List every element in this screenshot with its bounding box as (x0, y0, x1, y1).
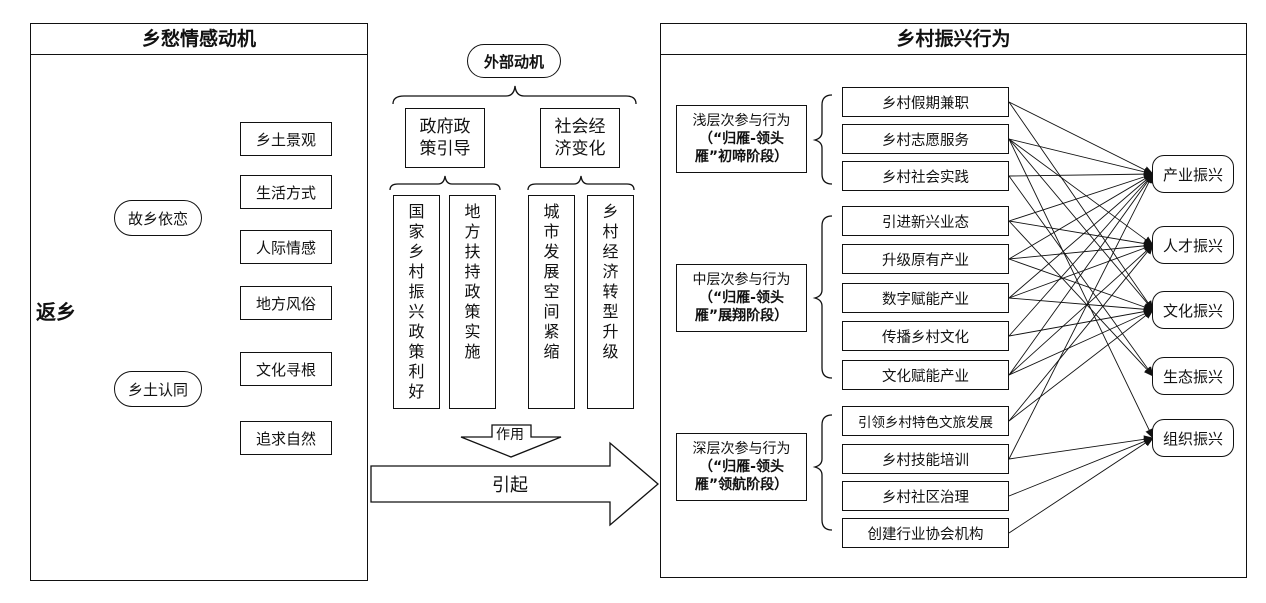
relation-arrow (1008, 138, 1154, 439)
left-panel-title: 乡愁情感动机 (31, 24, 367, 55)
brace-external (392, 85, 637, 105)
stage-title: 深层次参与行为 (692, 441, 791, 457)
relation-arrow (1008, 173, 1154, 460)
relation-arrow (1008, 173, 1154, 337)
behavior-item: 引进新兴业态 (842, 206, 1009, 236)
behavior-item: 创建行业协会机构 (842, 518, 1009, 548)
stage-shallow: 浅层次参与行为 （“归雁-领头 雁”初啼阶段） (676, 105, 807, 173)
motive-item: 文化寻根 (240, 352, 332, 386)
relation-arrow (1008, 437, 1154, 534)
motive-item: 追求自然 (240, 421, 332, 455)
effect-arrow (460, 424, 562, 458)
motive-item: 乡土景观 (240, 122, 332, 156)
outcome-culture: 文化振兴 (1152, 291, 1234, 329)
behavior-item: 乡村社区治理 (842, 481, 1009, 511)
root-label: 返乡 (36, 300, 76, 324)
stage-phase: （“归雁-领头 (698, 131, 784, 147)
relation-arrow (1008, 309, 1154, 422)
behavior-item: 数字赋能产业 (842, 283, 1009, 313)
behavior-item: 引领乡村特色文旅发展 (842, 406, 1009, 436)
relation-arrow (1008, 220, 1154, 377)
stage-title: 浅层次参与行为 (692, 113, 791, 129)
relation-arrow (1008, 258, 1154, 311)
behavior-item: 乡村技能培训 (842, 444, 1009, 474)
brace-gov (389, 175, 501, 191)
factor-text: 国家乡村振兴政策利好 (408, 202, 425, 401)
stage-phase: 雁”展翔阶段） (694, 308, 789, 324)
behavior-item: 乡村志愿服务 (842, 124, 1009, 154)
group-hometown-attachment: 故乡依恋 (114, 200, 202, 236)
gov-policy-box: 政府政策引导 (405, 108, 485, 168)
factor-text: 乡村经济转型升级 (602, 202, 619, 361)
behavior-item: 传播乡村文化 (842, 321, 1009, 351)
relation-arrow (1008, 138, 1154, 246)
relation-arrow (1008, 138, 1154, 311)
relation-arrow (1008, 175, 1154, 377)
relation-arrow (1008, 220, 1154, 248)
motive-item: 人际情感 (240, 230, 332, 264)
factor-urban-space: 城市发展空间紧缩 (528, 195, 575, 409)
relation-arrow (1008, 173, 1154, 299)
right-panel-title: 乡村振兴行为 (661, 24, 1246, 55)
relation-arrow (1008, 307, 1154, 337)
relation-arrow (1008, 101, 1154, 311)
relation-arrow (1008, 138, 1154, 176)
cause-arrow (370, 441, 660, 527)
brace-stage2 (812, 215, 833, 379)
stage-phase: （“归雁-领头 (698, 290, 784, 306)
relation-arrow (1008, 101, 1154, 175)
factor-local-policy: 地方扶持政策实施 (449, 195, 496, 409)
relation-arrow (1008, 437, 1154, 497)
stage-middle: 中层次参与行为 （“归雁-领头 雁”展翔阶段） (676, 264, 807, 332)
relation-arrow (1008, 435, 1154, 460)
stage-phase: 雁”领航阶段） (694, 477, 789, 493)
cause-label: 引起 (492, 475, 528, 496)
outcome-organization: 组织振兴 (1152, 419, 1234, 457)
stage-phase: 雁”初啼阶段） (694, 149, 789, 165)
outcome-talent: 人才振兴 (1152, 226, 1234, 264)
factor-text: 地方扶持政策实施 (464, 202, 481, 361)
socio-economic-box: 社会经济变化 (540, 108, 620, 168)
factor-rural-economy: 乡村经济转型升级 (587, 195, 634, 409)
relation-arrow (1008, 173, 1154, 376)
brace-stage1 (812, 94, 833, 185)
relation-arrow (1008, 244, 1154, 299)
stage-phase: （“归雁-领头 (698, 459, 784, 475)
relation-arrow (1008, 244, 1154, 422)
right-panel: 乡村振兴行为 (660, 23, 1247, 578)
stage-title: 中层次参与行为 (692, 272, 791, 288)
stage-deep: 深层次参与行为 （“归雁-领头 雁”领航阶段） (676, 433, 807, 501)
factor-national-policy: 国家乡村振兴政策利好 (393, 195, 440, 409)
outcome-industry: 产业振兴 (1152, 155, 1234, 193)
group-rural-identity: 乡土认同 (114, 371, 202, 407)
relation-arrow (1008, 172, 1154, 222)
behavior-item: 升级原有产业 (842, 244, 1009, 274)
external-motive: 外部动机 (467, 44, 561, 78)
brace-stage3 (812, 414, 833, 531)
behavior-item: 乡村假期兼职 (842, 87, 1009, 117)
motive-item: 生活方式 (240, 175, 332, 209)
relation-arrow (1008, 244, 1154, 376)
effect-label: 作用 (496, 427, 524, 443)
relation-arrow (1008, 241, 1154, 260)
relation-arrow (1008, 173, 1154, 260)
outcome-ecology: 生态振兴 (1152, 357, 1234, 395)
relation-arrow (1008, 170, 1154, 179)
behavior-item: 文化赋能产业 (842, 360, 1009, 390)
factor-text: 城市发展空间紧缩 (543, 202, 560, 361)
brace-soc (527, 175, 635, 191)
relation-arrow (1008, 309, 1154, 376)
behavior-item: 乡村社会实践 (842, 161, 1009, 191)
motive-item: 地方风俗 (240, 286, 332, 320)
relation-arrow (1008, 297, 1154, 314)
